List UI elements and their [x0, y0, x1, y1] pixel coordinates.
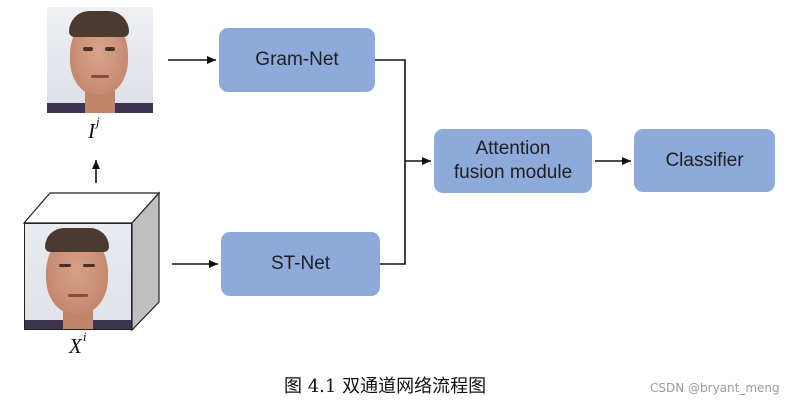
attention-label-line2: fusion module	[453, 162, 573, 183]
wire-gram-net-to-merge	[375, 59, 406, 161]
cube-side-face	[131, 191, 160, 332]
face-frame-image	[47, 7, 153, 113]
video-clip-cube	[22, 191, 161, 332]
gram-net-node: Gram-Net	[219, 28, 375, 92]
frame-label: Ij	[88, 114, 100, 143]
wire-st-net-to-merge	[380, 161, 406, 265]
clip-label: Xi	[69, 329, 87, 358]
classifier-node: Classifier	[634, 129, 775, 192]
st-net-node: ST-Net	[221, 232, 380, 296]
gram-net-label: Gram-Net	[255, 49, 339, 70]
face-clip-image	[24, 223, 132, 330]
attention-fusion-node: Attention fusion module	[434, 129, 592, 193]
watermark: CSDN @bryant_meng	[650, 381, 780, 395]
st-net-label: ST-Net	[270, 253, 331, 274]
figure-caption: 图 4.1 双通道网络流程图	[284, 376, 487, 397]
attention-label-line1: Attention	[475, 138, 551, 159]
classifier-label: Classifier	[665, 149, 744, 171]
